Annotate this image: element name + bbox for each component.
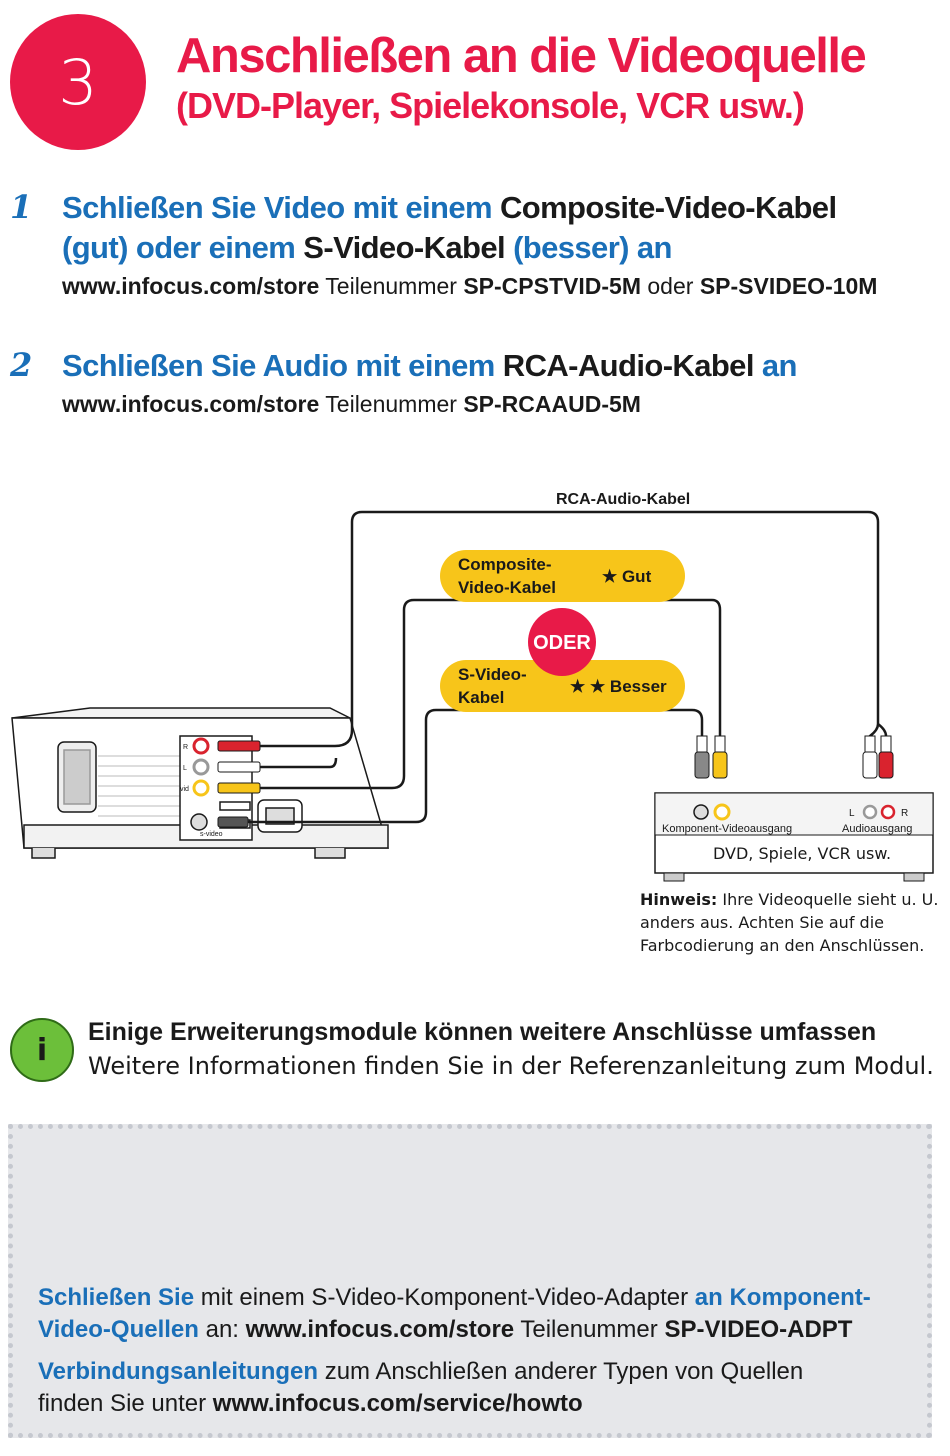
step-1-number: 1 <box>10 188 33 226</box>
svideo-label-1: S-Video- <box>458 665 527 684</box>
step-2-part-info: www.infocus.com/store Teilenummer SP-RCA… <box>62 389 641 419</box>
howto-link[interactable]: www.infocus.com/service/howto <box>212 1390 583 1417</box>
step-2-heading: Schließen Sie Audio mit einem RCA-Audio-… <box>62 346 797 386</box>
port-l-label: L <box>183 765 187 772</box>
svideo-rating: ★ ★ Besser <box>570 677 667 696</box>
audio-out-label: Audioausgang <box>842 823 912 835</box>
info-title: Einige Erweiterungsmodule können weitere… <box>88 1018 877 1046</box>
projector-port-video <box>192 779 210 797</box>
step-1-text-b: (gut) oder einem <box>62 230 296 265</box>
oder-text: ODER <box>533 632 591 654</box>
step-1-heading-line-1: Schließen Sie Video mit einem Composite-… <box>62 188 837 228</box>
step-2-store-link[interactable]: www.infocus.com/store <box>62 391 320 417</box>
adapter-text-e: an: <box>205 1316 239 1343</box>
projector-port-audio-l <box>192 758 210 776</box>
color-coding-note: Hinweis: Ihre Videoquelle sieht u. U. an… <box>640 888 940 957</box>
step-2-part-label: Teilenummer <box>325 391 457 417</box>
cables <box>248 510 888 824</box>
step-2-number: 2 <box>10 346 33 384</box>
step-2-part-number: SP-RCAAUD-5M <box>463 391 641 417</box>
adapter-text-a: Schließen Sie <box>38 1284 195 1311</box>
step-1-composite-cable: Composite-Video-Kabel <box>499 190 837 225</box>
adapter-text-d: Video-Quellen <box>38 1316 199 1343</box>
step-1-part-number-2: SP-SVIDEO-10M <box>699 273 878 299</box>
step-1-svideo-cable: S-Video-Kabel <box>303 230 506 265</box>
rca-cable-label: RCA-Audio-Kabel <box>556 491 690 508</box>
composite-rating: ★ Gut <box>602 567 652 586</box>
projector-port-svideo <box>190 813 208 831</box>
adapter-text-b: mit einem S-Video-Komponent-Video-Adapte… <box>200 1284 689 1311</box>
adapter-part-label: Teilenummer <box>520 1316 658 1343</box>
step-1-heading-line-2: (gut) oder einem S-Video-Kabel (besser) … <box>62 228 672 268</box>
info-body: Weitere Informationen finden Sie in der … <box>88 1052 934 1080</box>
howto-line-2: finden Sie unter www.infocus.com/service… <box>38 1388 583 1420</box>
step-2-rca-cable: RCA-Audio-Kabel <box>502 348 755 383</box>
note-label: Hinweis: <box>640 890 718 909</box>
component-out-label: Komponent-Videoausgang <box>662 823 792 835</box>
composite-cable-label-box <box>440 550 685 602</box>
port-svideo-label: s-video <box>200 831 223 838</box>
step-2-text-b: an <box>761 348 798 383</box>
composite-label-2: Video-Kabel <box>458 578 556 597</box>
source-device <box>654 792 934 882</box>
page-subtitle: (DVD-Player, Spielekonsole, VCR usw.) <box>176 85 805 126</box>
audio-r-label: R <box>901 808 908 819</box>
projector-plugs <box>217 740 261 828</box>
adapter-info-box <box>8 1124 932 1438</box>
howto-text-b: zum Anschließen anderer Typen von Quelle… <box>324 1358 804 1385</box>
svideo-label-2: Kabel <box>458 688 504 707</box>
adapter-line-1: Schließen Sie mit einem S-Video-Komponen… <box>38 1282 871 1314</box>
step-1-text-c: (besser) an <box>513 230 672 265</box>
projector-port-audio-r <box>192 737 210 755</box>
howto-text-a: Verbindungsanleitungen <box>38 1358 319 1385</box>
step-number-badge: 3 <box>10 14 146 150</box>
step-1-part-label: Teilenummer <box>325 273 457 299</box>
oder-badge <box>528 608 596 676</box>
step-1-or: oder <box>647 273 694 299</box>
adapter-text-c: an Komponent- <box>694 1284 871 1311</box>
audio-l-label: L <box>849 808 855 819</box>
step-1-part-info: www.infocus.com/store Teilenummer SP-CPS… <box>62 271 877 301</box>
adapter-store-link[interactable]: www.infocus.com/store <box>245 1316 515 1343</box>
step-1-store-link[interactable]: www.infocus.com/store <box>62 273 320 299</box>
info-icon: i <box>10 1018 74 1082</box>
howto-text-c: finden Sie unter <box>38 1390 207 1417</box>
port-vid-label: vid <box>180 786 189 793</box>
howto-line-1: Verbindungsanleitungen zum Anschließen a… <box>38 1356 803 1388</box>
source-plugs <box>694 735 894 779</box>
device-name: DVD, Spiele, VCR usw. <box>713 844 891 863</box>
step-1-part-number-1: SP-CPSTVID-5M <box>463 273 641 299</box>
note-text: Ihre Videoquelle sieht u. U. anders aus.… <box>640 890 939 955</box>
composite-label-1: Composite- <box>458 555 552 574</box>
adapter-part-number: SP-VIDEO-ADPT <box>664 1316 853 1343</box>
adapter-line-2: Video-Quellen an: www.infocus.com/store … <box>38 1314 852 1346</box>
step-2-text-a: Schließen Sie Audio mit einem <box>62 348 495 383</box>
port-r-label: R <box>183 744 188 751</box>
step-1-text-a: Schließen Sie Video mit einem <box>62 190 493 225</box>
page-title: Anschließen an die Videoquelle <box>176 29 867 83</box>
svideo-cable-label-box <box>440 660 685 712</box>
connection-diagram: R L vid s-video RCA-Audio-Kabel Composit… <box>11 491 934 882</box>
